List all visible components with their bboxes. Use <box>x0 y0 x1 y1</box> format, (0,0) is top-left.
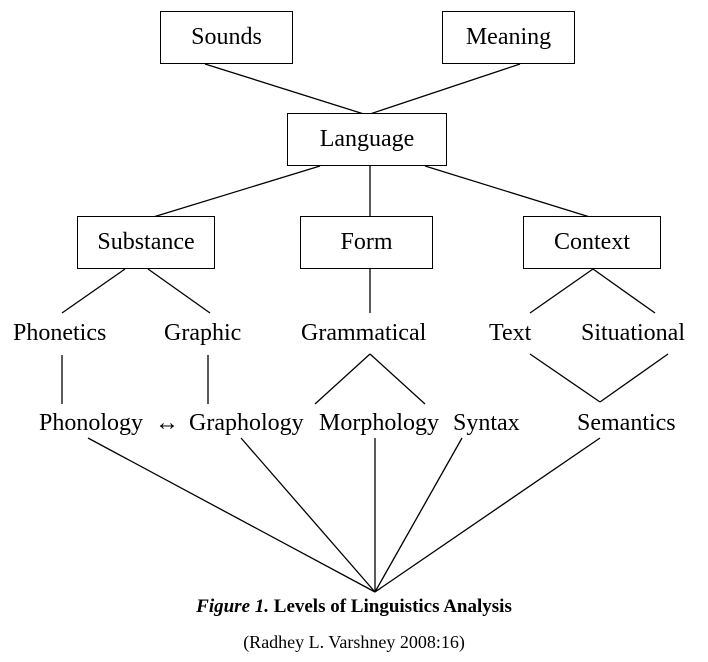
edge-substance-graphic <box>147 268 211 314</box>
edge-semantics-convergence <box>374 437 601 593</box>
edge-sounds-language <box>204 63 368 116</box>
edge-language-context <box>424 165 594 219</box>
node-substance-label: Substance <box>97 229 195 255</box>
node-language-label: Language <box>319 126 415 152</box>
node-meaning: Meaning <box>442 11 575 64</box>
node-graphology: Graphology <box>189 410 304 436</box>
node-sounds: Sounds <box>160 11 293 64</box>
edge-phonology-convergence <box>87 437 376 593</box>
node-meaning-label: Meaning <box>465 24 552 50</box>
edge-syntax-convergence <box>374 437 463 593</box>
node-substance: Substance <box>77 216 215 269</box>
node-phonology: Phonology <box>39 410 144 436</box>
figure-title: Levels of Linguistics Analysis <box>269 596 512 617</box>
figure-label: Figure 1. <box>196 596 270 617</box>
node-language: Language <box>287 113 447 166</box>
edge-language-substance <box>149 165 321 219</box>
double-arrow-icon: ↔ <box>155 410 179 436</box>
node-syntax: Syntax <box>453 410 520 436</box>
node-phonetics: Phonetics <box>13 320 107 346</box>
node-text: Text <box>489 320 532 346</box>
node-graphic: Graphic <box>164 320 242 346</box>
edge-substance-phonetics <box>61 268 126 314</box>
edge-grammatical-morphology <box>314 353 371 405</box>
edge-meaning-language <box>366 63 521 116</box>
edge-grammatical-syntax <box>369 353 426 405</box>
edge-text-semantics <box>529 353 601 403</box>
node-grammatical: Grammatical <box>301 320 427 346</box>
edge-context-text <box>529 268 594 314</box>
figure-source: (Radhey L. Varshney 2008:16) <box>243 632 465 652</box>
edge-graphology-convergence <box>240 437 376 593</box>
node-form-label: Form <box>340 229 393 255</box>
figure-caption: Figure 1. Levels of Linguistics Analysis <box>0 596 708 618</box>
node-context: Context <box>523 216 661 269</box>
node-situational: Situational <box>581 320 685 346</box>
edge-situational-semantics <box>599 353 669 403</box>
node-semantics: Semantics <box>577 410 676 436</box>
node-context-label: Context <box>554 229 630 255</box>
node-form: Form <box>300 216 433 269</box>
edge-context-situational <box>592 268 656 314</box>
node-morphology: Morphology <box>319 410 439 436</box>
node-sounds-label: Sounds <box>191 24 262 50</box>
